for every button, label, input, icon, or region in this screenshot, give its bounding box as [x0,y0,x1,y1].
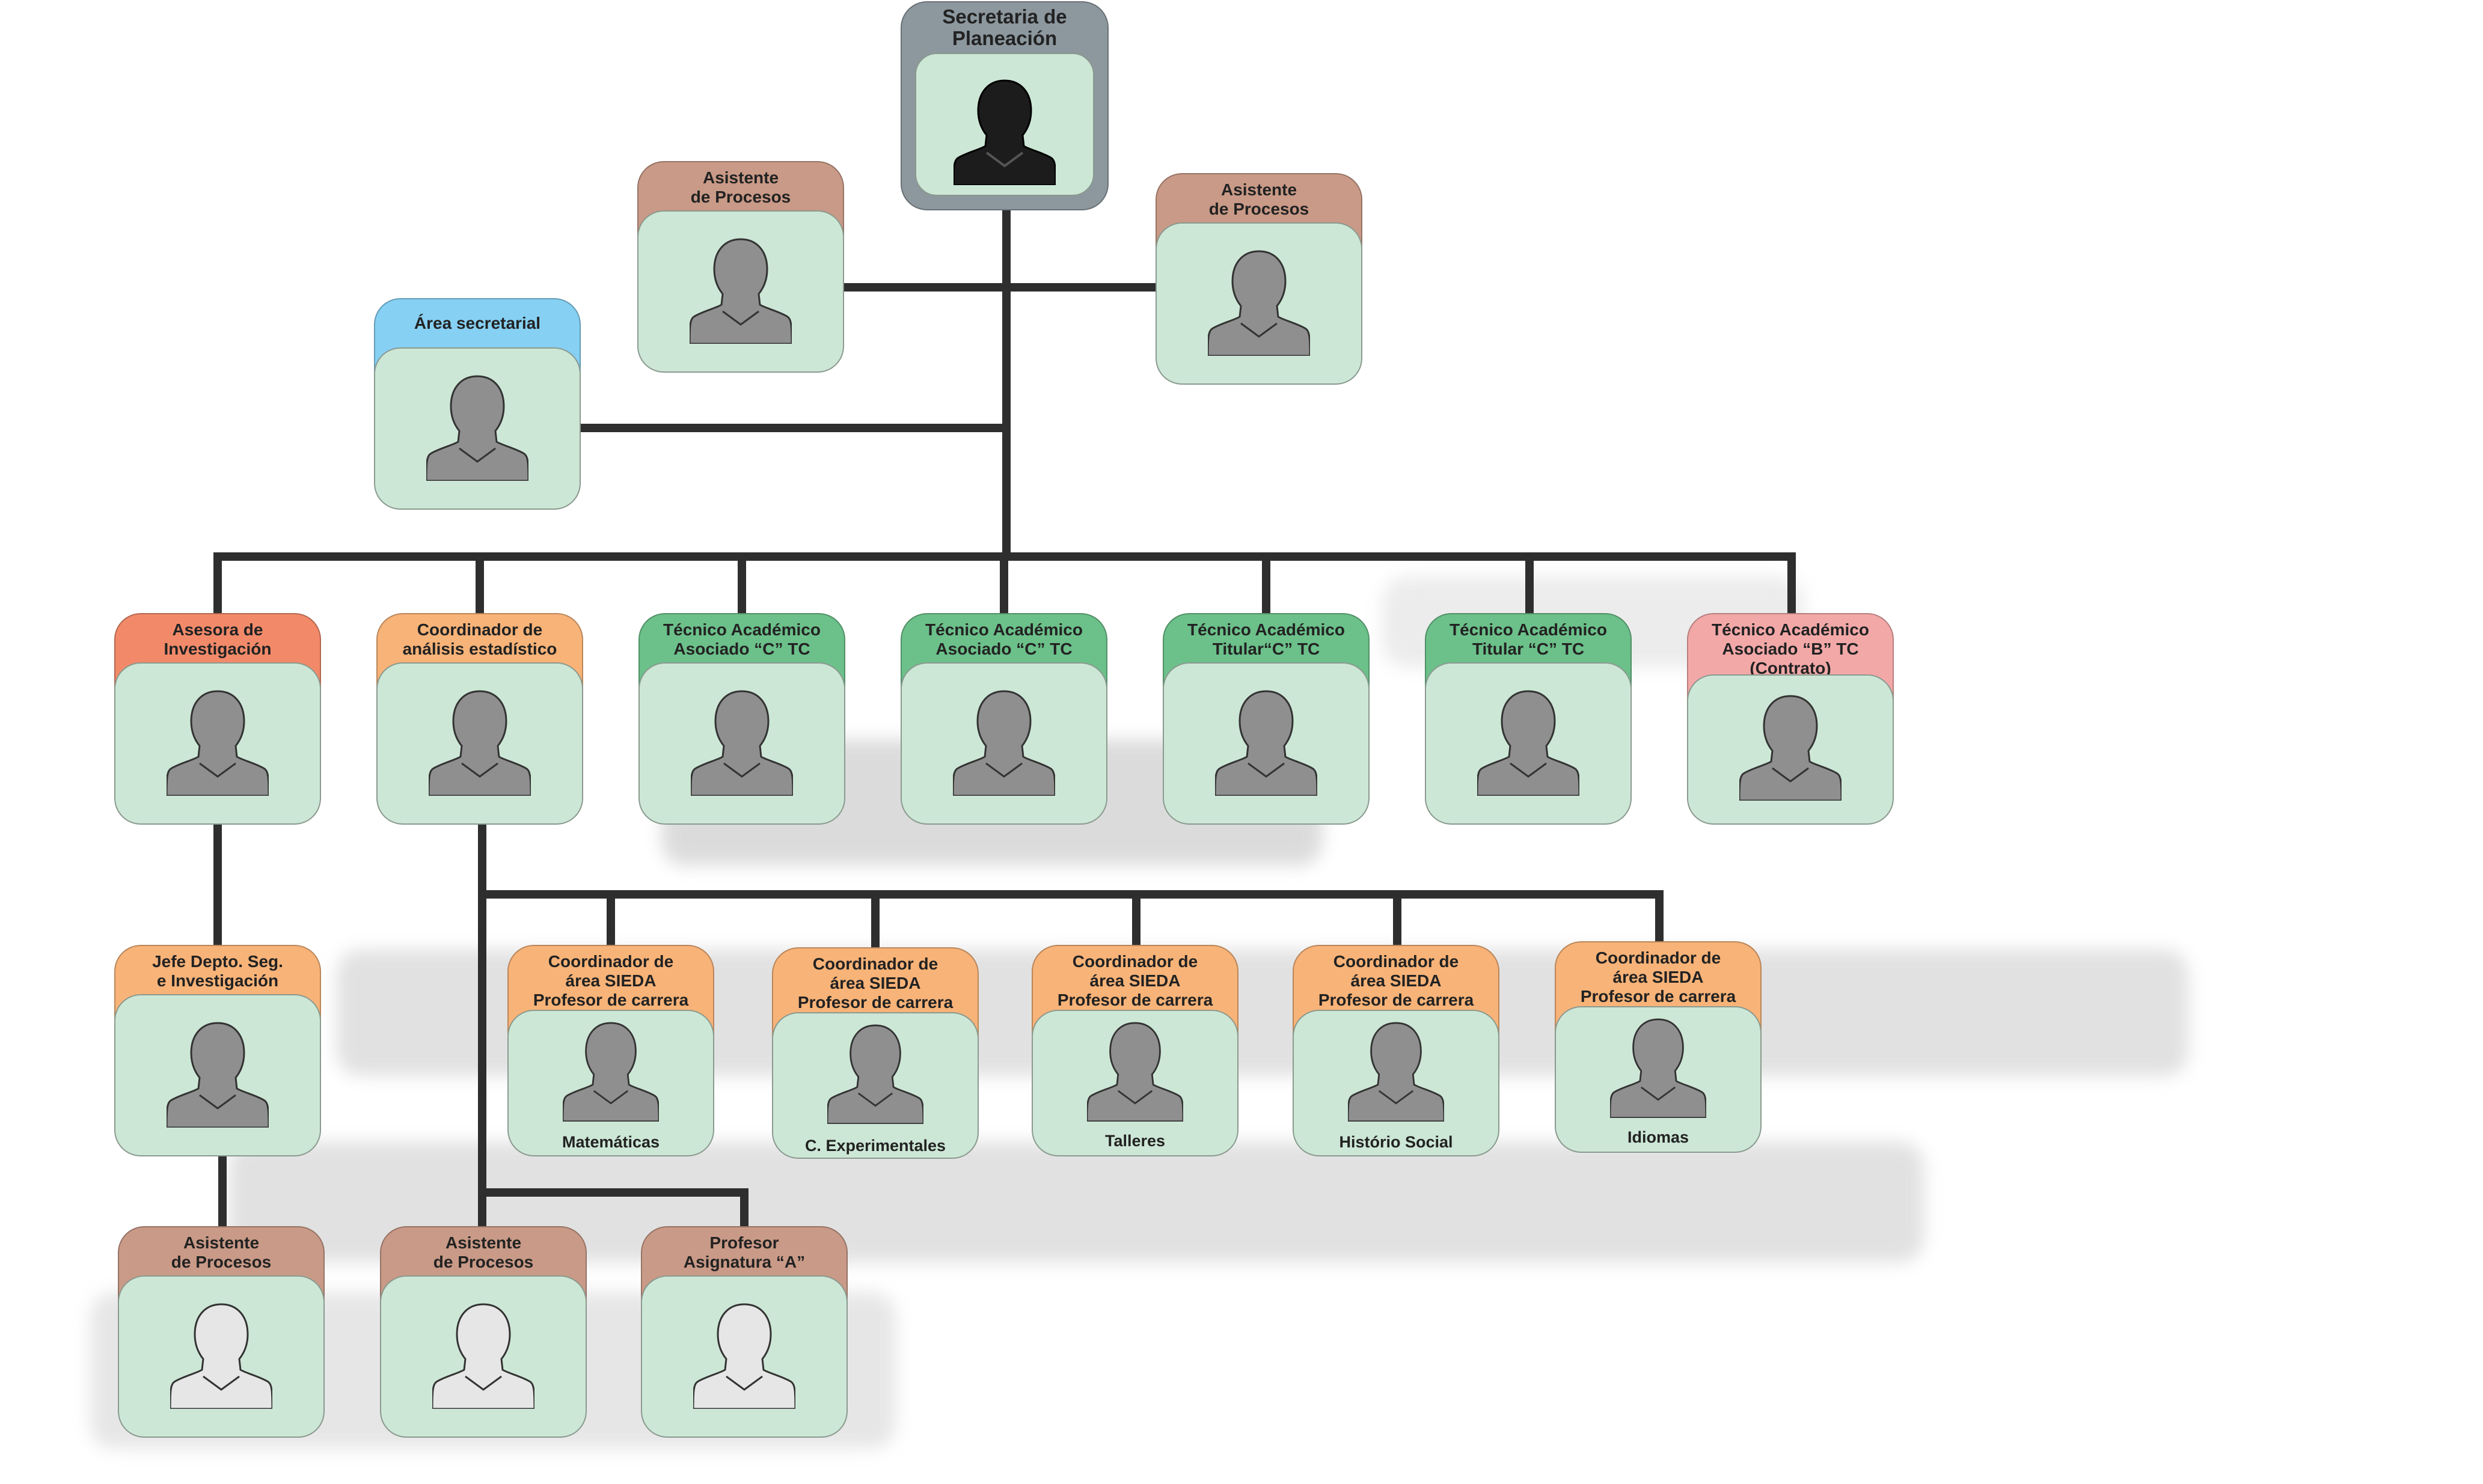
node-caption: Histório Social [1339,1133,1453,1151]
node-profesor-asignatura-a[interactable]: Profesor Asignatura “A” [641,1226,848,1438]
node-card: Histório Social [1293,1010,1499,1156]
node-card [1687,674,1894,825]
person-icon [429,690,531,796]
node-title: Coordinador de área SIEDA Profesor de ca… [797,954,954,1012]
node-jefe-depto-investigacion[interactable]: Jefe Depto. Seg. e Investigación [114,945,321,1156]
node-title: Coordinador de área SIEDA Profesor de ca… [1057,952,1213,1009]
node-card [1163,662,1370,825]
node-title: Coordinador de área SIEDA Profesor de ca… [533,952,689,1009]
node-card [1156,222,1362,385]
node-tecnico-academico-2[interactable]: Técnico Académico Asociado “C” TC [901,613,1107,825]
node-tecnico-academico-contrato[interactable]: Técnico Académico Asociado “B” TC (Contr… [1687,613,1894,825]
node-title: Asistente de Procesos [433,1233,534,1271]
node-title: Secretaria de Planeación [942,5,1067,49]
person-icon [1208,250,1310,356]
node-card [641,1275,848,1438]
node-title: Coordinador de área SIEDA Profesor de ca… [1580,948,1736,1006]
person-vacant-icon [693,1303,795,1409]
node-asistente-procesos-bottom-2[interactable]: Asistente de Procesos [380,1226,587,1438]
person-icon [1087,1022,1183,1122]
node-card: C. Experimentales [772,1012,979,1159]
person-icon [827,1024,923,1124]
node-asistente-procesos-left[interactable]: Asistente de Procesos [637,161,844,373]
node-secretaria-planeacion[interactable]: Secretaria de Planeación [901,1,1109,210]
person-icon [1610,1018,1706,1118]
node-title: Técnico Académico Asociado “C” TC [663,620,821,658]
person-icon [426,375,528,481]
person-icon [1477,690,1579,796]
node-tecnico-academico-4[interactable]: Técnico Académico Titular “C” TC [1425,613,1632,825]
node-title: Asesora de Investigación [164,620,272,658]
node-title: Asistente de Procesos [1208,180,1309,218]
person-icon [1215,690,1317,796]
node-card [118,1275,325,1438]
node-card [901,662,1107,825]
node-coordinador-analisis[interactable]: Coordinador de análisis estadístico [376,613,583,825]
node-card [915,53,1094,196]
node-coordinador-sieda-matematicas[interactable]: Coordinador de área SIEDA Profesor de ca… [507,945,714,1156]
person-icon [690,238,792,344]
node-caption: Matemáticas [562,1133,660,1151]
person-icon [563,1022,659,1122]
node-coordinador-sieda-talleres[interactable]: Coordinador de área SIEDA Profesor de ca… [1032,945,1238,1156]
node-title: Técnico Académico Asociado “C” TC [925,620,1083,658]
node-asistente-procesos-right[interactable]: Asistente de Procesos [1156,173,1362,385]
node-card: Matemáticas [507,1010,714,1156]
node-card [114,662,321,825]
node-caption: Idiomas [1627,1128,1689,1146]
node-title: Técnico Académico Titular“C” TC [1187,620,1345,658]
node-caption: C. Experimentales [804,1137,946,1155]
node-card: Idiomas [1555,1006,1762,1153]
node-title: Coordinador de análisis estadístico [402,620,557,658]
person-icon [167,690,269,796]
node-title: Asistente de Procesos [171,1233,272,1271]
person-icon [1739,695,1842,801]
node-area-secretarial[interactable]: Área secretarial [374,298,581,510]
node-caption: Talleres [1104,1132,1166,1150]
node-card [637,210,844,373]
node-card [638,662,845,825]
node-tecnico-academico-1[interactable]: Técnico Académico Asociado “C” TC [638,613,845,825]
person-vacant-icon [432,1303,534,1409]
node-card [376,662,583,825]
node-title: Jefe Depto. Seg. e Investigación [152,952,283,990]
node-title: Técnico Académico Titular “C” TC [1450,620,1607,658]
person-icon [167,1022,269,1128]
node-coordinador-sieda-experimentales[interactable]: Coordinador de área SIEDA Profesor de ca… [772,947,979,1159]
person-dark-icon [954,79,1056,185]
node-asistente-procesos-bottom-1[interactable]: Asistente de Procesos [118,1226,325,1438]
node-card [1425,662,1632,825]
node-asesora-investigacion[interactable]: Asesora de Investigación [114,613,321,825]
person-icon [1348,1022,1444,1122]
node-coordinador-sieda-historico-social[interactable]: Coordinador de área SIEDA Profesor de ca… [1293,945,1499,1156]
node-title: Coordinador de área SIEDA Profesor de ca… [1318,952,1474,1009]
node-card [374,347,581,510]
node-card [380,1275,587,1438]
person-icon [691,690,793,796]
node-title: Técnico Académico Asociado “B” TC (Contr… [1712,620,1869,677]
node-coordinador-sieda-idiomas[interactable]: Coordinador de área SIEDA Profesor de ca… [1555,941,1762,1153]
node-card [114,994,321,1156]
person-vacant-icon [170,1303,272,1409]
node-title: Asistente de Procesos [690,168,791,206]
node-card: Talleres [1032,1010,1238,1156]
node-title: Profesor Asignatura “A” [683,1233,806,1271]
person-icon [953,690,1055,796]
node-title: Área secretarial [414,314,541,332]
node-tecnico-academico-3[interactable]: Técnico Académico Titular“C” TC [1163,613,1370,825]
